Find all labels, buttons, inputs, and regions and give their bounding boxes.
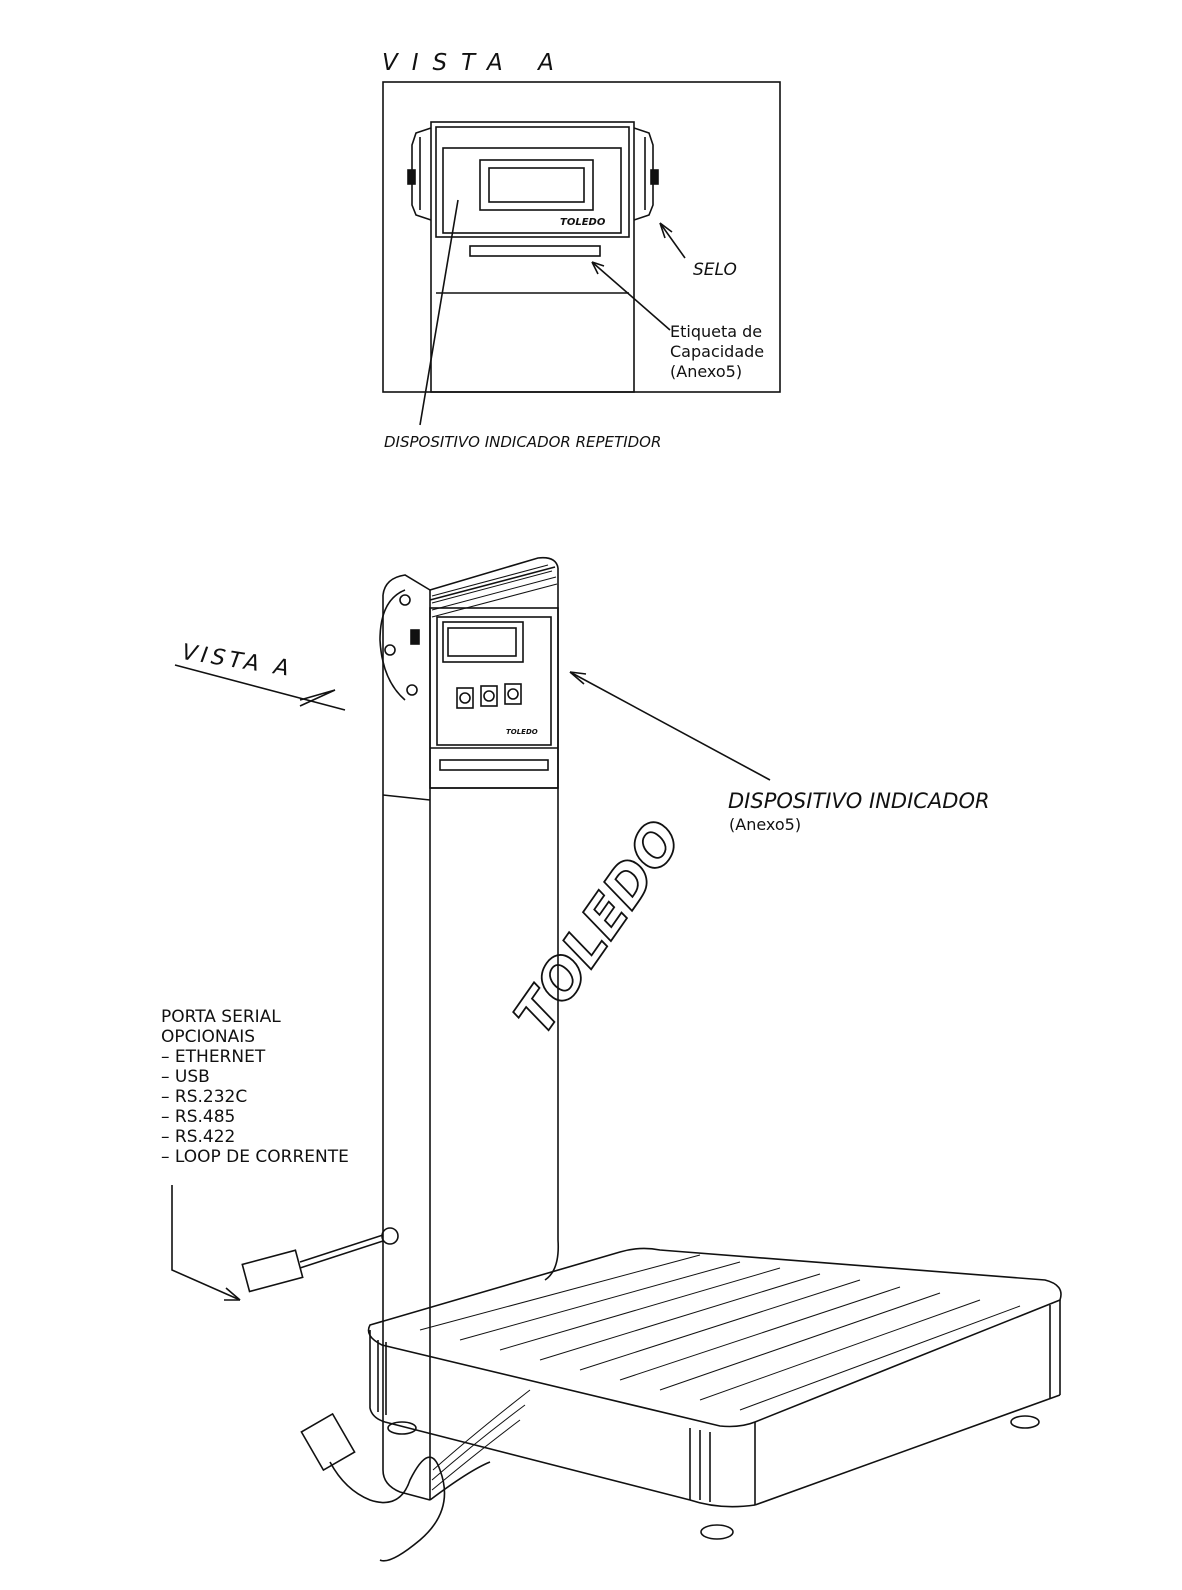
indicator-device-annex: (Anexo5) — [729, 815, 802, 834]
selo-label: SELO — [693, 260, 737, 280]
porta-item-rs232c: – RS.232C — [161, 1087, 248, 1107]
porta-item-loop: – LOOP DE CORRENTE — [161, 1147, 349, 1167]
vista-a-title: VISTA A — [382, 50, 568, 76]
etiqueta-line-2: Capacidade — [670, 342, 765, 361]
etiqueta-line-3: (Anexo5) — [670, 362, 743, 381]
power-button-shape — [504, 683, 522, 705]
column-brand-logo: TOLEDO — [501, 808, 695, 1046]
tare-button-shape — [456, 687, 474, 709]
porta-title-1: PORTA SERIAL — [161, 1007, 281, 1027]
etiqueta-line-1: Etiqueta de — [670, 322, 763, 341]
column — [382, 595, 431, 1501]
repeater-device-label: DISPOSITIVO INDICADOR REPETIDOR — [384, 433, 662, 451]
serial-port-list: PORTA SERIAL OPCIONAIS – ETHERNET – USB … — [161, 1007, 349, 1167]
repeater-display — [488, 167, 585, 203]
porta-item-rs422: – RS.422 — [161, 1127, 236, 1147]
indicator-display — [447, 627, 517, 657]
porta-item-usb: – USB — [161, 1067, 210, 1087]
porta-item-ethernet: – ETHERNET — [161, 1047, 266, 1067]
svg-text:TOLEDO: TOLEDO — [560, 217, 606, 228]
indicator-device-label: DISPOSITIVO INDICADOR — [728, 789, 990, 813]
svg-text:TOLEDO: TOLEDO — [506, 728, 538, 736]
zero-button-shape — [480, 685, 498, 707]
etiqueta-label: Etiqueta de Capacidade (Anexo5) — [670, 322, 790, 382]
svg-text:TOLEDO: TOLEDO — [502, 809, 694, 1046]
porta-item-rs485: – RS.485 — [161, 1107, 236, 1127]
porta-title-2: OPCIONAIS — [161, 1027, 256, 1047]
platform-top — [367, 1247, 1062, 1428]
